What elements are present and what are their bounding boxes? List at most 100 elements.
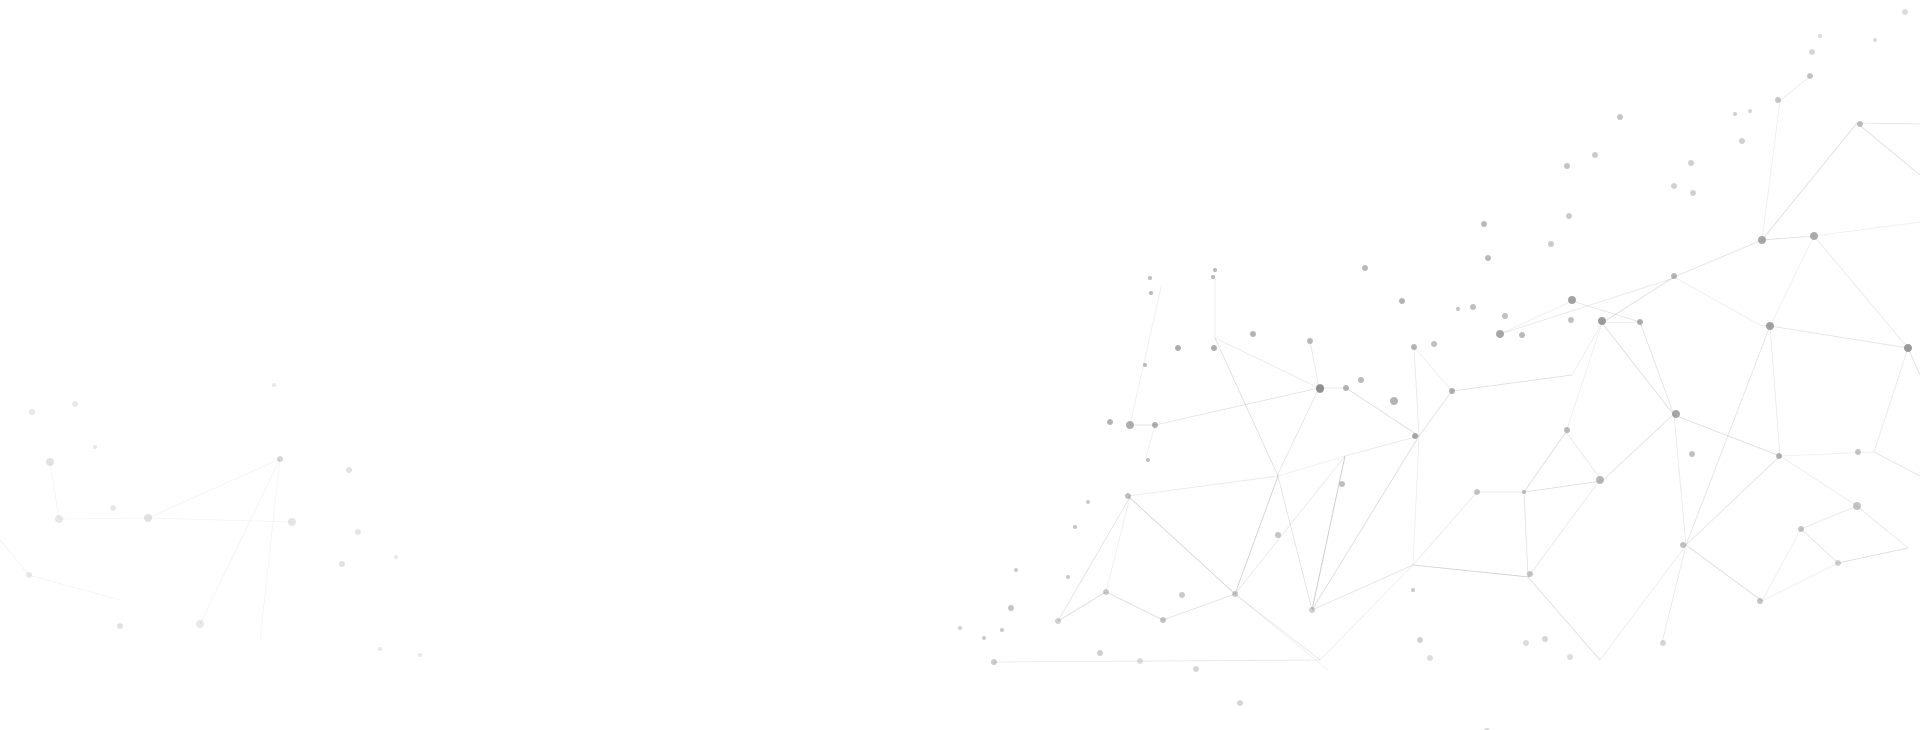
- network-edge: [1277, 455, 1346, 477]
- network-edge: [28, 574, 121, 601]
- network-node: [110, 505, 116, 511]
- network-edge: [1214, 337, 1279, 477]
- network-node: [1066, 575, 1070, 579]
- network-edges: [0, 75, 1920, 671]
- network-node: [1470, 304, 1476, 310]
- network-node: [1810, 232, 1818, 240]
- network-node: [1316, 385, 1324, 393]
- network-edge: [1344, 435, 1420, 457]
- network-edge: [1873, 451, 1920, 477]
- network-node: [1688, 160, 1694, 166]
- network-node: [1055, 618, 1061, 624]
- network-node: [117, 623, 123, 629]
- network-edge: [1673, 276, 1761, 326]
- network-edge: [0, 539, 30, 576]
- network-edge: [1154, 387, 1320, 426]
- network-node: [1809, 49, 1815, 55]
- network-edge: [1639, 321, 1675, 416]
- network-node: [1660, 640, 1666, 646]
- network-node: [1853, 502, 1861, 510]
- network-node: [1097, 650, 1103, 656]
- network-edge: [1413, 346, 1453, 392]
- network-node: [1542, 636, 1548, 642]
- network-edge: [1418, 390, 1453, 437]
- network-node: [1474, 489, 1480, 495]
- network-node: [1103, 589, 1109, 595]
- network-edge: [1661, 544, 1687, 644]
- network-node: [394, 555, 398, 559]
- network-edge: [1311, 564, 1414, 611]
- network-node: [1748, 109, 1752, 113]
- network-edge: [1565, 431, 1603, 482]
- network-edge: [1673, 414, 1781, 457]
- network-edge: [1311, 435, 1420, 611]
- network-edge: [1601, 322, 1675, 416]
- network-edge: [1523, 491, 1529, 578]
- network-edge: [1761, 562, 1839, 602]
- network-edge: [1907, 347, 1920, 376]
- network-edge: [49, 461, 60, 520]
- network-node: [1411, 344, 1417, 350]
- network-edge: [1311, 455, 1346, 611]
- network-node: [1548, 241, 1554, 247]
- network-node: [1417, 637, 1423, 643]
- network-edge: [1234, 593, 1329, 671]
- network-edge: [1856, 505, 1909, 549]
- network-edge: [1673, 239, 1763, 278]
- network-edge: [1601, 413, 1675, 482]
- network-node: [1008, 605, 1014, 611]
- network-node: [29, 409, 35, 415]
- network-node: [346, 467, 352, 473]
- network-node: [272, 383, 276, 387]
- network-node: [1137, 658, 1143, 664]
- network-node: [1766, 322, 1774, 330]
- network-node: [1148, 276, 1152, 280]
- network-edge: [1779, 75, 1811, 102]
- network-edge: [1800, 505, 1858, 530]
- network-node: [1818, 34, 1822, 38]
- network-edge: [1234, 455, 1346, 595]
- network-node: [46, 458, 54, 466]
- network-edge: [259, 458, 281, 641]
- network-edge: [1769, 325, 1781, 457]
- network-edge: [1873, 347, 1909, 453]
- network-node: [1739, 138, 1745, 144]
- network-edge: [1565, 322, 1603, 433]
- network-edge: [1769, 235, 1815, 327]
- network-node: [1152, 422, 1158, 428]
- network-edge: [1527, 479, 1601, 578]
- network-node: [1566, 213, 1572, 219]
- network-node: [1798, 526, 1804, 532]
- network-edge: [1413, 346, 1420, 437]
- network-node: [1637, 319, 1643, 325]
- network-node: [196, 620, 204, 628]
- network-node: [1125, 493, 1131, 499]
- network-node: [277, 456, 283, 462]
- network-edge: [993, 659, 1321, 663]
- network-edge: [1451, 374, 1573, 392]
- network-edge: [1234, 475, 1279, 595]
- network-edge: [1499, 277, 1675, 335]
- network-node: [378, 647, 382, 651]
- network-edge: [1214, 337, 1320, 389]
- network-edge: [1761, 122, 1858, 241]
- network-node: [1671, 273, 1677, 279]
- network-edge: [1057, 496, 1131, 622]
- network-node: [1427, 655, 1433, 661]
- network-node: [1309, 607, 1315, 613]
- network-node: [1362, 265, 1368, 271]
- network-node: [1086, 500, 1090, 504]
- network-edge: [1599, 544, 1687, 661]
- network-edge: [1685, 544, 1763, 602]
- network-node: [1873, 38, 1877, 42]
- network-edge: [147, 517, 293, 523]
- network-node: [1567, 654, 1573, 660]
- network-edge: [1127, 475, 1279, 497]
- network-node: [1527, 571, 1533, 577]
- network-node: [355, 529, 361, 535]
- network-node: [1672, 410, 1680, 418]
- network-node: [339, 561, 345, 567]
- network-node: [1835, 560, 1841, 566]
- network-edge: [1499, 300, 1573, 335]
